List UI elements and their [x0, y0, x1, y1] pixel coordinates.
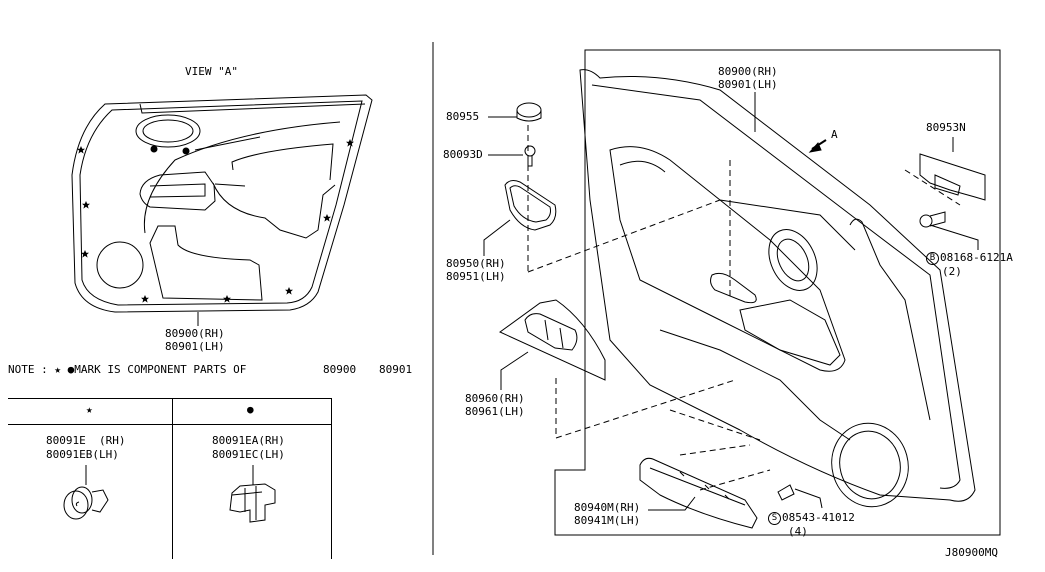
- part-label-switch-finisher-rh[interactable]: 80960(RH): [465, 392, 525, 405]
- view-a-trim-label-rh: 80900(RH): [165, 327, 225, 340]
- bolt-circle-b-icon: B: [926, 252, 939, 265]
- screw-circle-s-icon: S: [768, 512, 781, 525]
- part-label-bracket[interactable]: 80953N: [926, 121, 966, 134]
- screw-drawing: [524, 145, 536, 167]
- legend-table-header: [8, 399, 331, 425]
- star-symbol-icon: ★: [86, 403, 93, 416]
- trim-clip-drawing: [63, 465, 109, 520]
- armrest-drawing: [639, 457, 758, 529]
- part-label-door-trim-lh[interactable]: 80901(LH): [718, 78, 778, 91]
- dot-marker: [182, 147, 190, 155]
- pull-handle-drawing: [504, 180, 557, 231]
- part-label-armrest-lh[interactable]: 80941M(LH): [574, 514, 641, 527]
- star-marker: [141, 295, 149, 303]
- assembly-dashed-lines: [527, 125, 961, 491]
- dot-symbol-icon: ●: [247, 403, 254, 416]
- view-a-arrow: [808, 139, 827, 153]
- legend-table: ★ ● 80091E (RH) 80091EB(LH) 80091EA(RH) …: [8, 398, 332, 559]
- legend-star-part-rh: 80091E (RH): [46, 434, 126, 447]
- view-a-door-trim-drawing: [71, 94, 373, 313]
- view-a-trim-label-lh: 80901(LH): [165, 340, 225, 353]
- star-marker: [285, 287, 293, 295]
- part-label-armrest-rh[interactable]: 80940M(RH): [574, 501, 641, 514]
- legend-table-divider: [172, 399, 173, 559]
- note-part-2: 80901: [379, 363, 413, 376]
- note-part-1: 80900: [323, 363, 357, 376]
- cap-drawing: [516, 102, 542, 122]
- star-marker: [323, 214, 331, 222]
- note-text: NOTE : ★ ●MARK IS COMPONENT PARTS OF: [8, 363, 247, 376]
- star-marker: [346, 139, 354, 147]
- star-marker: [223, 295, 231, 303]
- retainer-clip-drawing: [229, 465, 276, 523]
- door-trim-drawing: [579, 69, 976, 508]
- part-label-pull-handle-rh[interactable]: 80950(RH): [446, 257, 506, 270]
- bolt-part-number: 08168-6121A: [940, 251, 1013, 264]
- screw2-drawing: [777, 484, 823, 509]
- dot-marker: [150, 145, 158, 153]
- star-markers: [77, 139, 354, 303]
- bolt-quantity: (2): [942, 265, 962, 278]
- bracket-drawing: [919, 137, 986, 201]
- part-label-switch-finisher-lh[interactable]: 80961(LH): [465, 405, 525, 418]
- view-a-arrow-label: A: [831, 128, 838, 141]
- legend-dot-part-rh: 80091EA(RH): [212, 434, 285, 447]
- view-a-title: VIEW "A": [185, 65, 238, 78]
- screw2-quantity: (4): [788, 525, 808, 538]
- legend-star-part-lh: 80091EB(LH): [46, 448, 119, 461]
- switch-finisher-drawing: [499, 299, 606, 381]
- screw2-part-number: 08543-41012: [782, 511, 855, 524]
- part-label-pull-handle-lh[interactable]: 80951(LH): [446, 270, 506, 283]
- leader-lines: [483, 92, 756, 511]
- star-marker: [82, 201, 90, 209]
- part-label-door-trim-rh[interactable]: 80900(RH): [718, 65, 778, 78]
- star-marker: [81, 250, 89, 258]
- assembly-frame: [554, 49, 1001, 536]
- star-marker: [77, 146, 85, 154]
- part-label-cap[interactable]: 80955: [446, 110, 480, 123]
- diagram-code: J80900MQ: [945, 546, 998, 559]
- legend-dot-part-lh: 80091EC(LH): [212, 448, 285, 461]
- bolt-drawing: [919, 211, 979, 250]
- part-label-screw[interactable]: 80093D: [443, 148, 483, 161]
